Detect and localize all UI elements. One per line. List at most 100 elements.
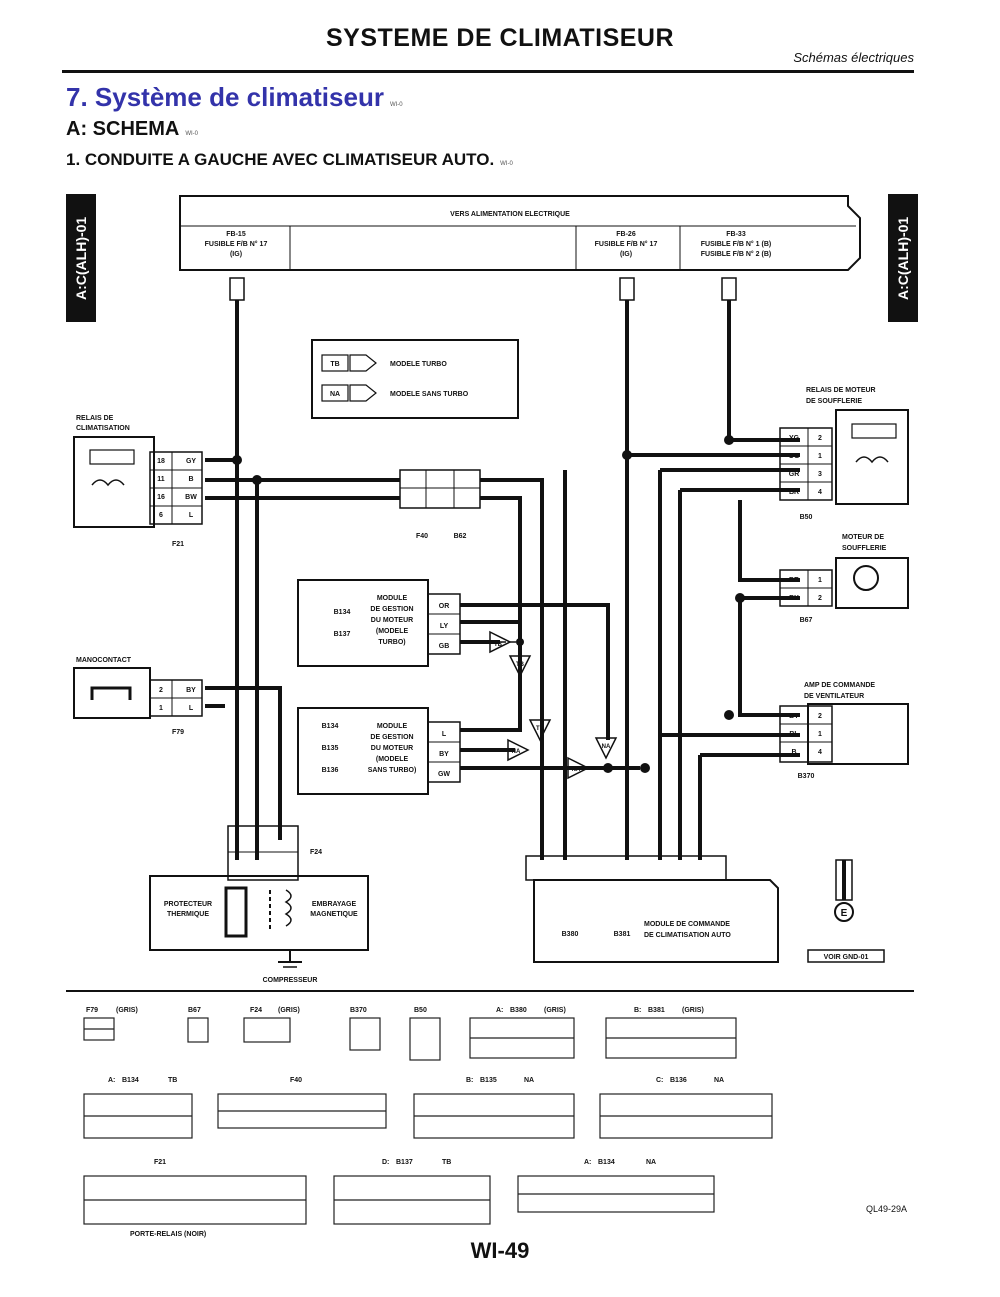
relay-blower-label-2: DE SOUFFLERIE <box>806 398 862 405</box>
wire-et-1: OR <box>439 603 450 610</box>
wire-fa-2: BL <box>789 731 799 738</box>
pressure-switch-label: MANOCONTACT <box>76 657 132 664</box>
conn-ac-b: B381 <box>614 931 631 938</box>
section-1-text: 1. CONDUITE A GAUCHE AVEC CLIMATISEUR AU… <box>66 150 495 169</box>
relay-blower-label-1: RELAIS DE MOTEUR <box>806 387 876 394</box>
idx-r1-2-color: (GRIS) <box>278 1007 300 1014</box>
ac-module-line2: DE CLIMATISATION AUTO <box>644 932 731 939</box>
header-rule <box>62 70 914 73</box>
ecm-turbo-line3: DU MOTEUR <box>371 617 413 624</box>
wire-rb-2: OG <box>789 453 800 460</box>
wire-rc-3: BW <box>185 494 197 501</box>
pin-fa-3: 4 <box>818 749 822 756</box>
thermal-protector-2: THERMIQUE <box>167 911 209 918</box>
legend-turbo-code: TB <box>330 361 339 368</box>
wire-harness <box>205 300 846 900</box>
pin-ps-1: 2 <box>159 687 163 694</box>
conn-blower: B67 <box>800 617 813 624</box>
pin-rb-1: 2 <box>818 435 822 442</box>
diode-tag-2: TB <box>516 662 525 668</box>
ecm-nonturbo-line4: (MODELE <box>376 756 409 763</box>
conn-ecm-b: B135 <box>322 745 339 752</box>
idx-r1-3: B370 <box>350 1007 367 1014</box>
idx-r3-2-prefix: A: <box>584 1159 591 1166</box>
pin-bm-1: 1 <box>818 577 822 584</box>
conn-ecm-d: B137 <box>334 631 351 638</box>
idx-r2-0-tag: TB <box>168 1077 177 1084</box>
legend-box <box>311 339 519 419</box>
wire-et-3: GB <box>439 643 450 650</box>
diode-tag-5: NA <box>512 749 521 755</box>
wire-rc-4: L <box>189 512 194 519</box>
fuse3-line3: FUSIBLE F/B N° 2 (B) <box>701 250 771 258</box>
idx-r3-1-prefix: D: <box>382 1159 389 1166</box>
wire-rc-2: B <box>188 476 193 483</box>
wire-rb-3: GR <box>789 471 800 478</box>
fuse1-line3: (IG) <box>230 251 242 258</box>
pin-fa-2: 1 <box>818 731 822 738</box>
diode-tag-1: TB <box>494 642 503 648</box>
idx-r1-5: B380 <box>510 1007 527 1014</box>
compressor-box <box>149 875 369 951</box>
idx-r1-4: B50 <box>414 1007 427 1014</box>
pin-rb-4: 4 <box>818 489 822 496</box>
thermal-protector-1: PROTECTEUR <box>164 901 212 908</box>
conn-ecm-a2: B134 <box>322 723 339 730</box>
section-title-code: WI-0 <box>389 102 403 108</box>
mag-clutch-2: MAGNETIQUE <box>310 911 358 918</box>
fuse3-line2: FUSIBLE F/B N° 1 (B) <box>701 240 771 248</box>
ecm-nonturbo-line1: MODULE <box>377 723 408 730</box>
idx-r1-5-prefix: A: <box>496 1007 503 1014</box>
junction-connector <box>399 469 481 509</box>
idx-r2-3-prefix: C: <box>656 1077 663 1084</box>
idx-r2-1: F40 <box>290 1077 302 1084</box>
idx-r1-5-color: (GRIS) <box>544 1007 566 1014</box>
ecm-nonturbo-line3: DU MOTEUR <box>371 745 413 752</box>
wire-ps-1: BY <box>186 687 196 694</box>
pin-ps-2: 1 <box>159 705 163 712</box>
relay-clim-label-1: RELAIS DE <box>76 415 114 422</box>
conn-fan-amp: B370 <box>798 773 815 780</box>
fan-amp-box <box>807 703 909 765</box>
ac-module-box <box>533 879 779 963</box>
wire-bm-2: BY <box>789 595 799 602</box>
reference-code: QL49-29A <box>866 1204 908 1214</box>
pin-rc-2: 11 <box>157 476 165 483</box>
relay-blower-box <box>835 409 909 505</box>
fuse1-line2: FUSIBLE F/B N° 17 <box>205 240 268 248</box>
section-1-code: WI-0 <box>500 161 513 167</box>
ecm-nonturbo-line5: SANS TURBO) <box>368 767 417 774</box>
power-title: VERS ALIMENTATION ELECTRIQUE <box>450 211 570 218</box>
section-a-code: WI-0 <box>185 131 199 137</box>
wire-en-2: BY <box>439 751 449 758</box>
idx-r1-6-prefix: B: <box>634 1007 641 1014</box>
idx-r1-6-color: (GRIS) <box>682 1007 704 1014</box>
idx-r1-1: B67 <box>188 1007 201 1014</box>
page-title: SYSTEME DE CLIMATISEUR <box>325 24 675 52</box>
idx-r2-3-tag: NA <box>714 1077 724 1084</box>
conn-junction-b: B62 <box>454 533 467 540</box>
pin-rc-3: 16 <box>157 494 165 501</box>
idx-r1-0-color: (GRIS) <box>116 1007 138 1014</box>
conn-pressure: F79 <box>172 729 184 736</box>
wire-rb-4: BR <box>789 489 799 496</box>
page-subtitle: Schémas électriques <box>793 50 914 65</box>
idx-r3-1: B137 <box>396 1159 413 1166</box>
wire-en-3: GW <box>438 771 450 778</box>
relay-clim-label-2: CLIMATISATION <box>76 425 130 432</box>
idx-r2-0-prefix: A: <box>108 1077 115 1084</box>
fan-amp-label-2: DE VENTILATEUR <box>804 693 864 700</box>
section-title-text: 7. Système de climatiseur <box>66 82 384 112</box>
pin-rb-2: 1 <box>818 453 822 460</box>
fan-amp-label-1: AMP DE COMMANDE <box>804 682 875 689</box>
pin-rc-1: 18 <box>157 458 165 465</box>
diode-tag-3: TB <box>536 726 545 732</box>
legend-nonturbo-code: NA <box>330 391 340 398</box>
pin-bm-2: 2 <box>818 595 822 602</box>
conn-ecm-c: B136 <box>322 767 339 774</box>
idx-r3-2: B134 <box>598 1159 615 1166</box>
connector-index <box>83 1017 773 1225</box>
ecm-turbo-line4: (MODELE <box>376 628 409 635</box>
